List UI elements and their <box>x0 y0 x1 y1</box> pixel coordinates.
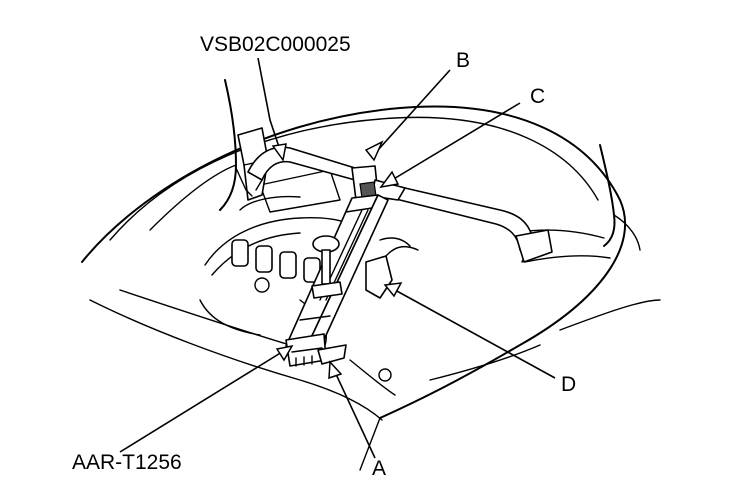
support-bar <box>247 146 553 263</box>
engine-hanger-d <box>365 237 419 299</box>
leader-lines <box>119 57 556 459</box>
callout-d: D <box>561 373 577 396</box>
engine-compartment-outline <box>81 79 661 471</box>
callout-c: C <box>530 85 546 108</box>
callout-support-tool: AAR-T1256 <box>72 451 182 474</box>
adjusting-knob <box>311 235 343 299</box>
callout-a: A <box>372 457 387 480</box>
callout-b: B <box>456 49 471 72</box>
callout-tool-bar: VSB02C000025 <box>200 33 351 56</box>
